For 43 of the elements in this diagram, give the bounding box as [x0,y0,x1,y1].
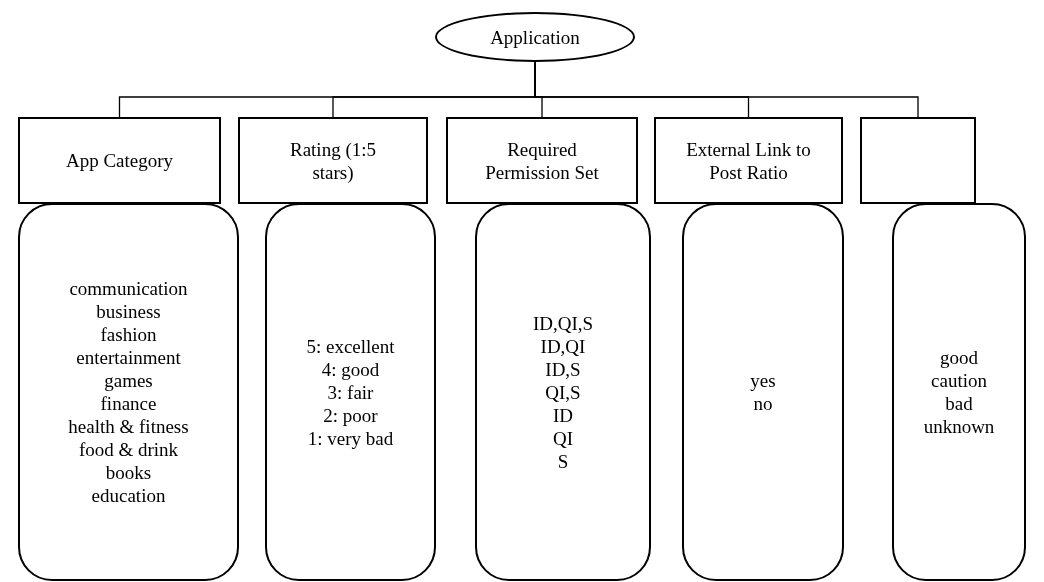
value-label: good [940,346,978,369]
value-label: 1: very bad [307,426,394,450]
value-label: 2: poor [323,403,378,427]
node-label: Required Permission Set [484,137,600,184]
value-label: health & fitness [68,415,189,438]
value-label: food & drink [78,438,179,461]
attribute-box [18,117,221,204]
value-label: games [104,369,153,392]
value-label: 5: excellent [306,334,395,358]
value-label: ID [552,403,574,427]
value-label: QI [552,426,574,450]
values-box [18,203,239,581]
value-label: entertainment [76,346,181,369]
attribute-box [654,117,843,204]
attribute-box [238,117,428,204]
value-label: ID,S [545,357,581,381]
node-label: Application [490,25,580,49]
value-label: finance [100,392,157,415]
value-label: no [753,392,773,415]
values-box [892,203,1026,581]
value-label: unknown [923,415,995,438]
value-label: books [105,461,152,484]
values-box [682,203,844,581]
value-label: ID,QI [540,334,586,358]
value-label: yes [750,369,776,392]
value-label: communication [69,277,188,300]
value-label: S [557,449,569,473]
values-box [265,203,436,581]
node-label: External Link to Post Ratio [686,137,811,184]
value-label: 3: fair [327,380,374,404]
value-label: fashion [100,323,157,346]
value-label: caution [931,369,987,392]
value-label: education [91,484,166,507]
values-box [475,203,651,581]
value-label: QI,S [545,380,581,404]
value-label: bad [945,392,973,415]
node-label: Rating (1:5 stars) [289,137,377,184]
attribute-box [860,117,976,204]
node-label: App Category [65,149,174,172]
value-label: ID,QI,S [532,311,594,335]
value-label: business [96,300,161,323]
value-label: 4: good [321,357,380,381]
attribute-box [446,117,638,204]
